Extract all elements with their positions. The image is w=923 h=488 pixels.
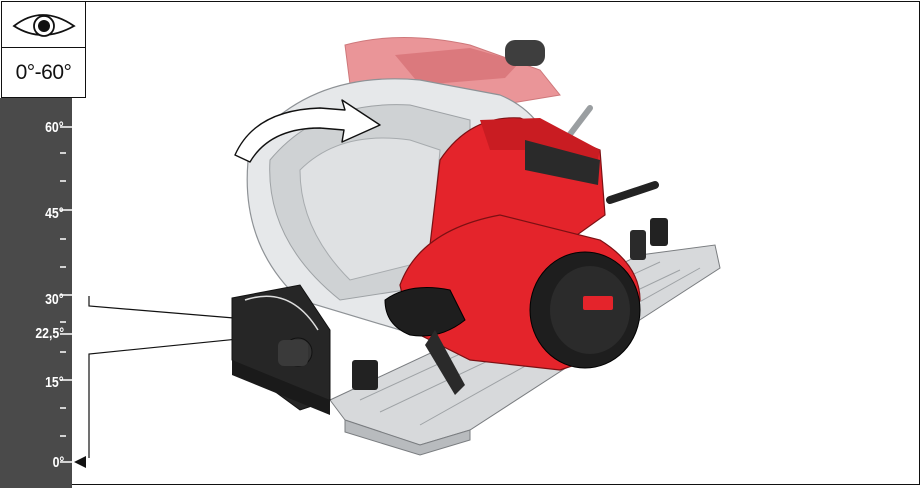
angle-range-label: 0°-60° xyxy=(1,47,86,98)
curved-arrow-icon xyxy=(234,99,381,163)
bevel-scale xyxy=(231,284,331,415)
rail-clamp-rear xyxy=(650,218,668,246)
ruler-label-15: 15° xyxy=(45,374,64,391)
rail-clamp xyxy=(352,360,378,390)
eye-box xyxy=(1,1,86,48)
bevel-ruler: 60° 45° 30° 22,5° 15° 0° xyxy=(0,98,72,488)
ruler-label-30: 30° xyxy=(45,291,64,308)
ruler-label-0: 0° xyxy=(52,454,64,471)
ruler-label-60: 60° xyxy=(45,119,64,136)
triangle-pointer-icon xyxy=(74,456,86,468)
angle-indicator-panel: 0°-60° 60° 45° 30° 22,5° 15° 0° xyxy=(0,0,87,488)
dust-port xyxy=(505,40,545,66)
grip xyxy=(525,140,600,185)
ruler-label-45: 45° xyxy=(45,205,64,222)
saw-motor xyxy=(384,117,659,395)
eye-icon xyxy=(12,14,76,37)
ruler-ticks xyxy=(60,126,86,468)
front-handle xyxy=(384,287,466,337)
ruler-label-22-5: 22,5° xyxy=(35,325,64,342)
